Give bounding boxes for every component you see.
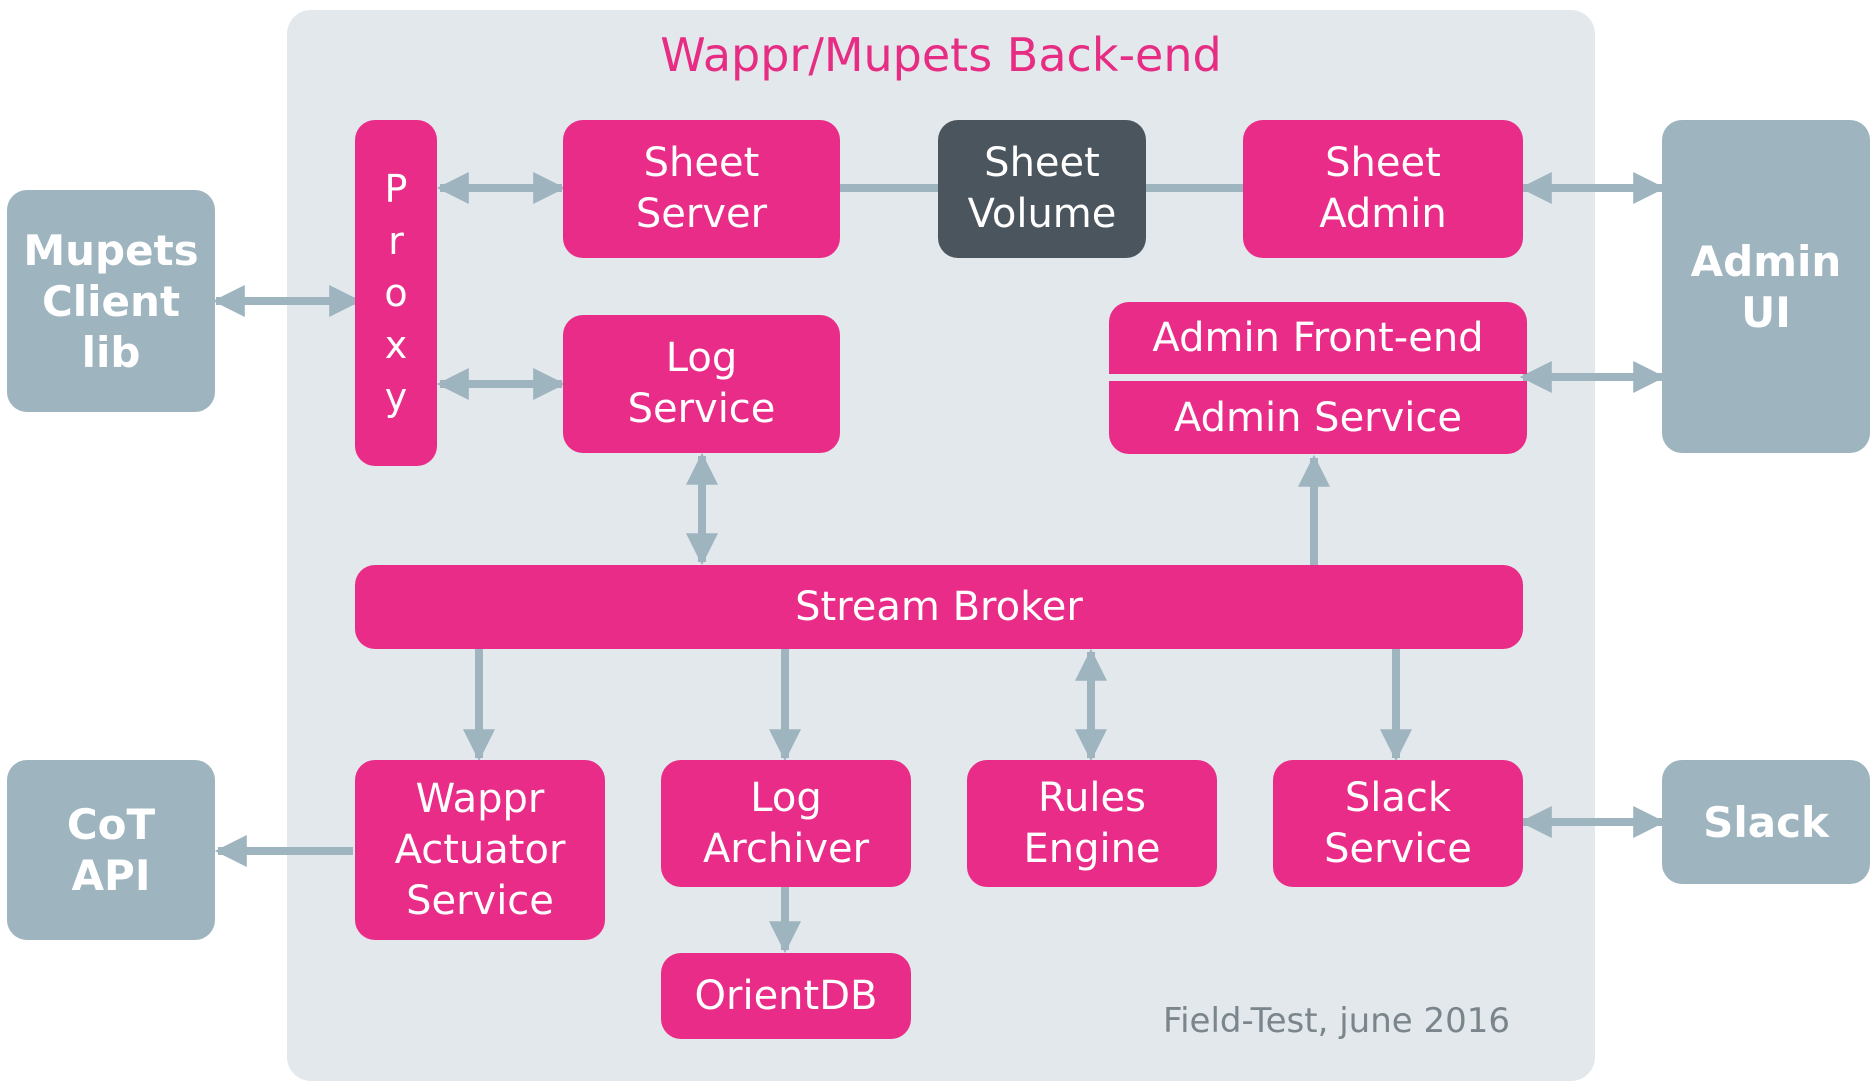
proxy-letter: r (388, 219, 404, 263)
diagram-title: Wappr/Mupets Back-end (660, 28, 1222, 82)
stream-broker: Stream Broker (355, 565, 1523, 649)
slack-service: Slack Service (1273, 760, 1523, 887)
footnote: Field-Test, june 2016 (1163, 1001, 1510, 1041)
log-service: Log Service (563, 315, 840, 453)
proxy-letter: x (384, 323, 408, 367)
slack: Slack (1662, 760, 1870, 884)
log-archiver: Log Archiver (661, 760, 911, 887)
admin-ui: Admin UI (1662, 120, 1870, 453)
cot-api: CoT API (7, 760, 215, 940)
admin-frontend-service-group: Admin Front-end Admin Service (1109, 302, 1527, 454)
rules-engine: Rules Engine (967, 760, 1217, 887)
admin-service: Admin Service (1109, 381, 1527, 454)
sheet-server: Sheet Server (563, 120, 840, 258)
proxy-letter: y (384, 375, 408, 419)
proxy-letter: o (384, 271, 408, 315)
admin-frontend: Admin Front-end (1109, 302, 1527, 374)
wappr-actuator-service: Wappr Actuator Service (355, 760, 605, 940)
sheet-admin: Sheet Admin (1243, 120, 1523, 258)
mupets-client-lib: Mupets Client lib (7, 190, 215, 412)
proxy-letter: P (384, 167, 408, 211)
proxy: P r o x y (355, 120, 437, 466)
orientdb: OrientDB (661, 953, 911, 1039)
sheet-volume: Sheet Volume (938, 120, 1146, 258)
